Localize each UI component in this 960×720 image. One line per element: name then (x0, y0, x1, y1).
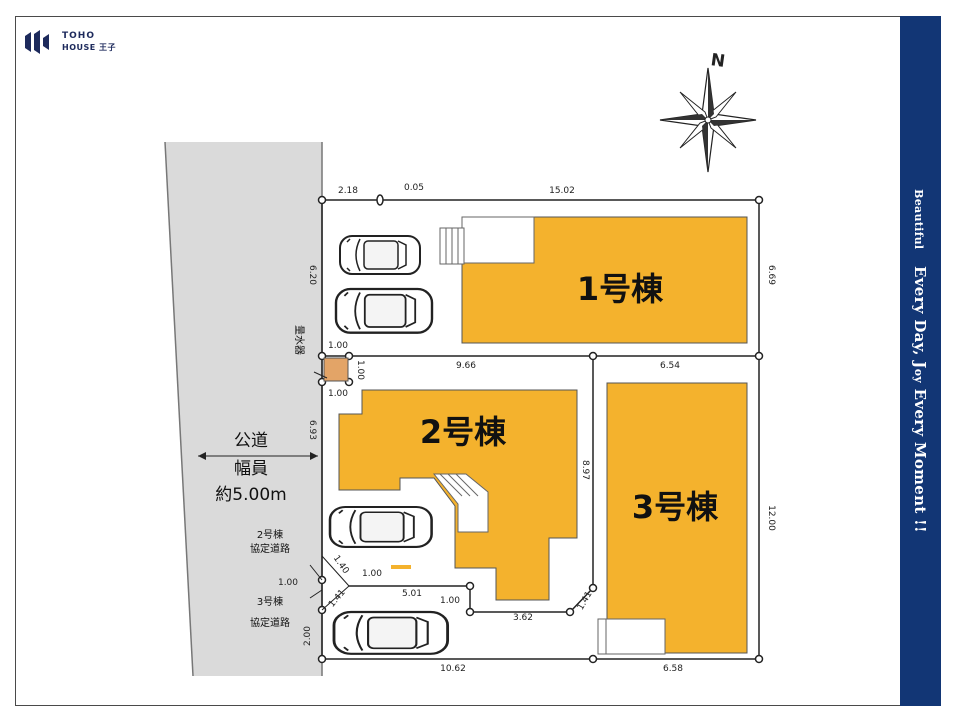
dim-top-left: 2.18 (338, 186, 358, 196)
water-meter-label: 量水器 (293, 325, 305, 355)
dim-diagonal-d: 1.41 (576, 590, 595, 612)
dim-mid-right: 6.54 (660, 361, 680, 371)
parking-car-1 (339, 235, 421, 275)
dim-right-upper: 6.69 (766, 265, 776, 285)
road-label-2: 幅員 (234, 459, 268, 479)
north-label: N (709, 50, 726, 72)
dim-road-width: 1.00 (278, 578, 298, 588)
road-label-1: 公道 (234, 431, 268, 451)
water-meter-area (323, 357, 349, 382)
dim-top-small: 0.05 (404, 183, 424, 193)
logo-sub: HOUSE 王子 (62, 43, 117, 52)
logo-name: TOHO (62, 31, 95, 41)
public-road (165, 142, 322, 676)
dim-square-side: 1.00 (355, 360, 365, 380)
dim-diagonal-a: 1.40 (331, 554, 351, 576)
dim-left-upper: 6.20 (307, 265, 317, 285)
road-width-label: 約5.00m (215, 485, 286, 505)
dim-top-main: 15.02 (549, 186, 575, 196)
dim-left-mid: 6.93 (307, 420, 317, 440)
dim-right-lower: 12.00 (766, 505, 776, 531)
b3-road-label-2: 協定道路 (250, 616, 290, 629)
dim-bottom-a: 1.00 (362, 569, 382, 579)
parking-car-2 (334, 287, 434, 334)
building-2-label: 2号棟 (420, 413, 507, 451)
building-2-porch (432, 473, 489, 533)
dim-mid-left: 9.66 (456, 361, 476, 371)
dim-diagonal-c: 5.01 (402, 589, 422, 599)
b3-road-label-1: 3号棟 (257, 595, 283, 608)
dim-small-c: 1.00 (440, 596, 460, 606)
dim-bottom-right: 6.58 (663, 664, 683, 674)
dim-center-vertical: 8.97 (580, 460, 590, 480)
building-1-label: 1号棟 (577, 270, 664, 308)
b2-road-label-2: 協定道路 (250, 542, 290, 555)
dim-step: 3.62 (513, 613, 533, 623)
dim-diagonal-b: 1.41 (327, 588, 348, 610)
building-1-porch (461, 216, 535, 264)
north-arrow-icon (659, 67, 757, 173)
dim-square-bottom: 1.00 (328, 389, 348, 399)
dim-square-top: 1.00 (328, 341, 348, 351)
brand-logo: TOHO HOUSE 王子 (22, 28, 116, 56)
parking-car-4 (332, 610, 450, 656)
building-3 (606, 382, 748, 654)
building-3-porch (597, 618, 666, 655)
parking-car-3 (328, 505, 433, 549)
logo-mark-icon (25, 30, 49, 54)
b2-road-label-1: 2号棟 (257, 528, 283, 541)
building-3-label: 3号棟 (632, 488, 719, 526)
dim-left-bottom: 2.00 (303, 626, 313, 646)
dim-bottom-left: 10.62 (440, 664, 466, 674)
brand-sidebar (900, 16, 941, 706)
